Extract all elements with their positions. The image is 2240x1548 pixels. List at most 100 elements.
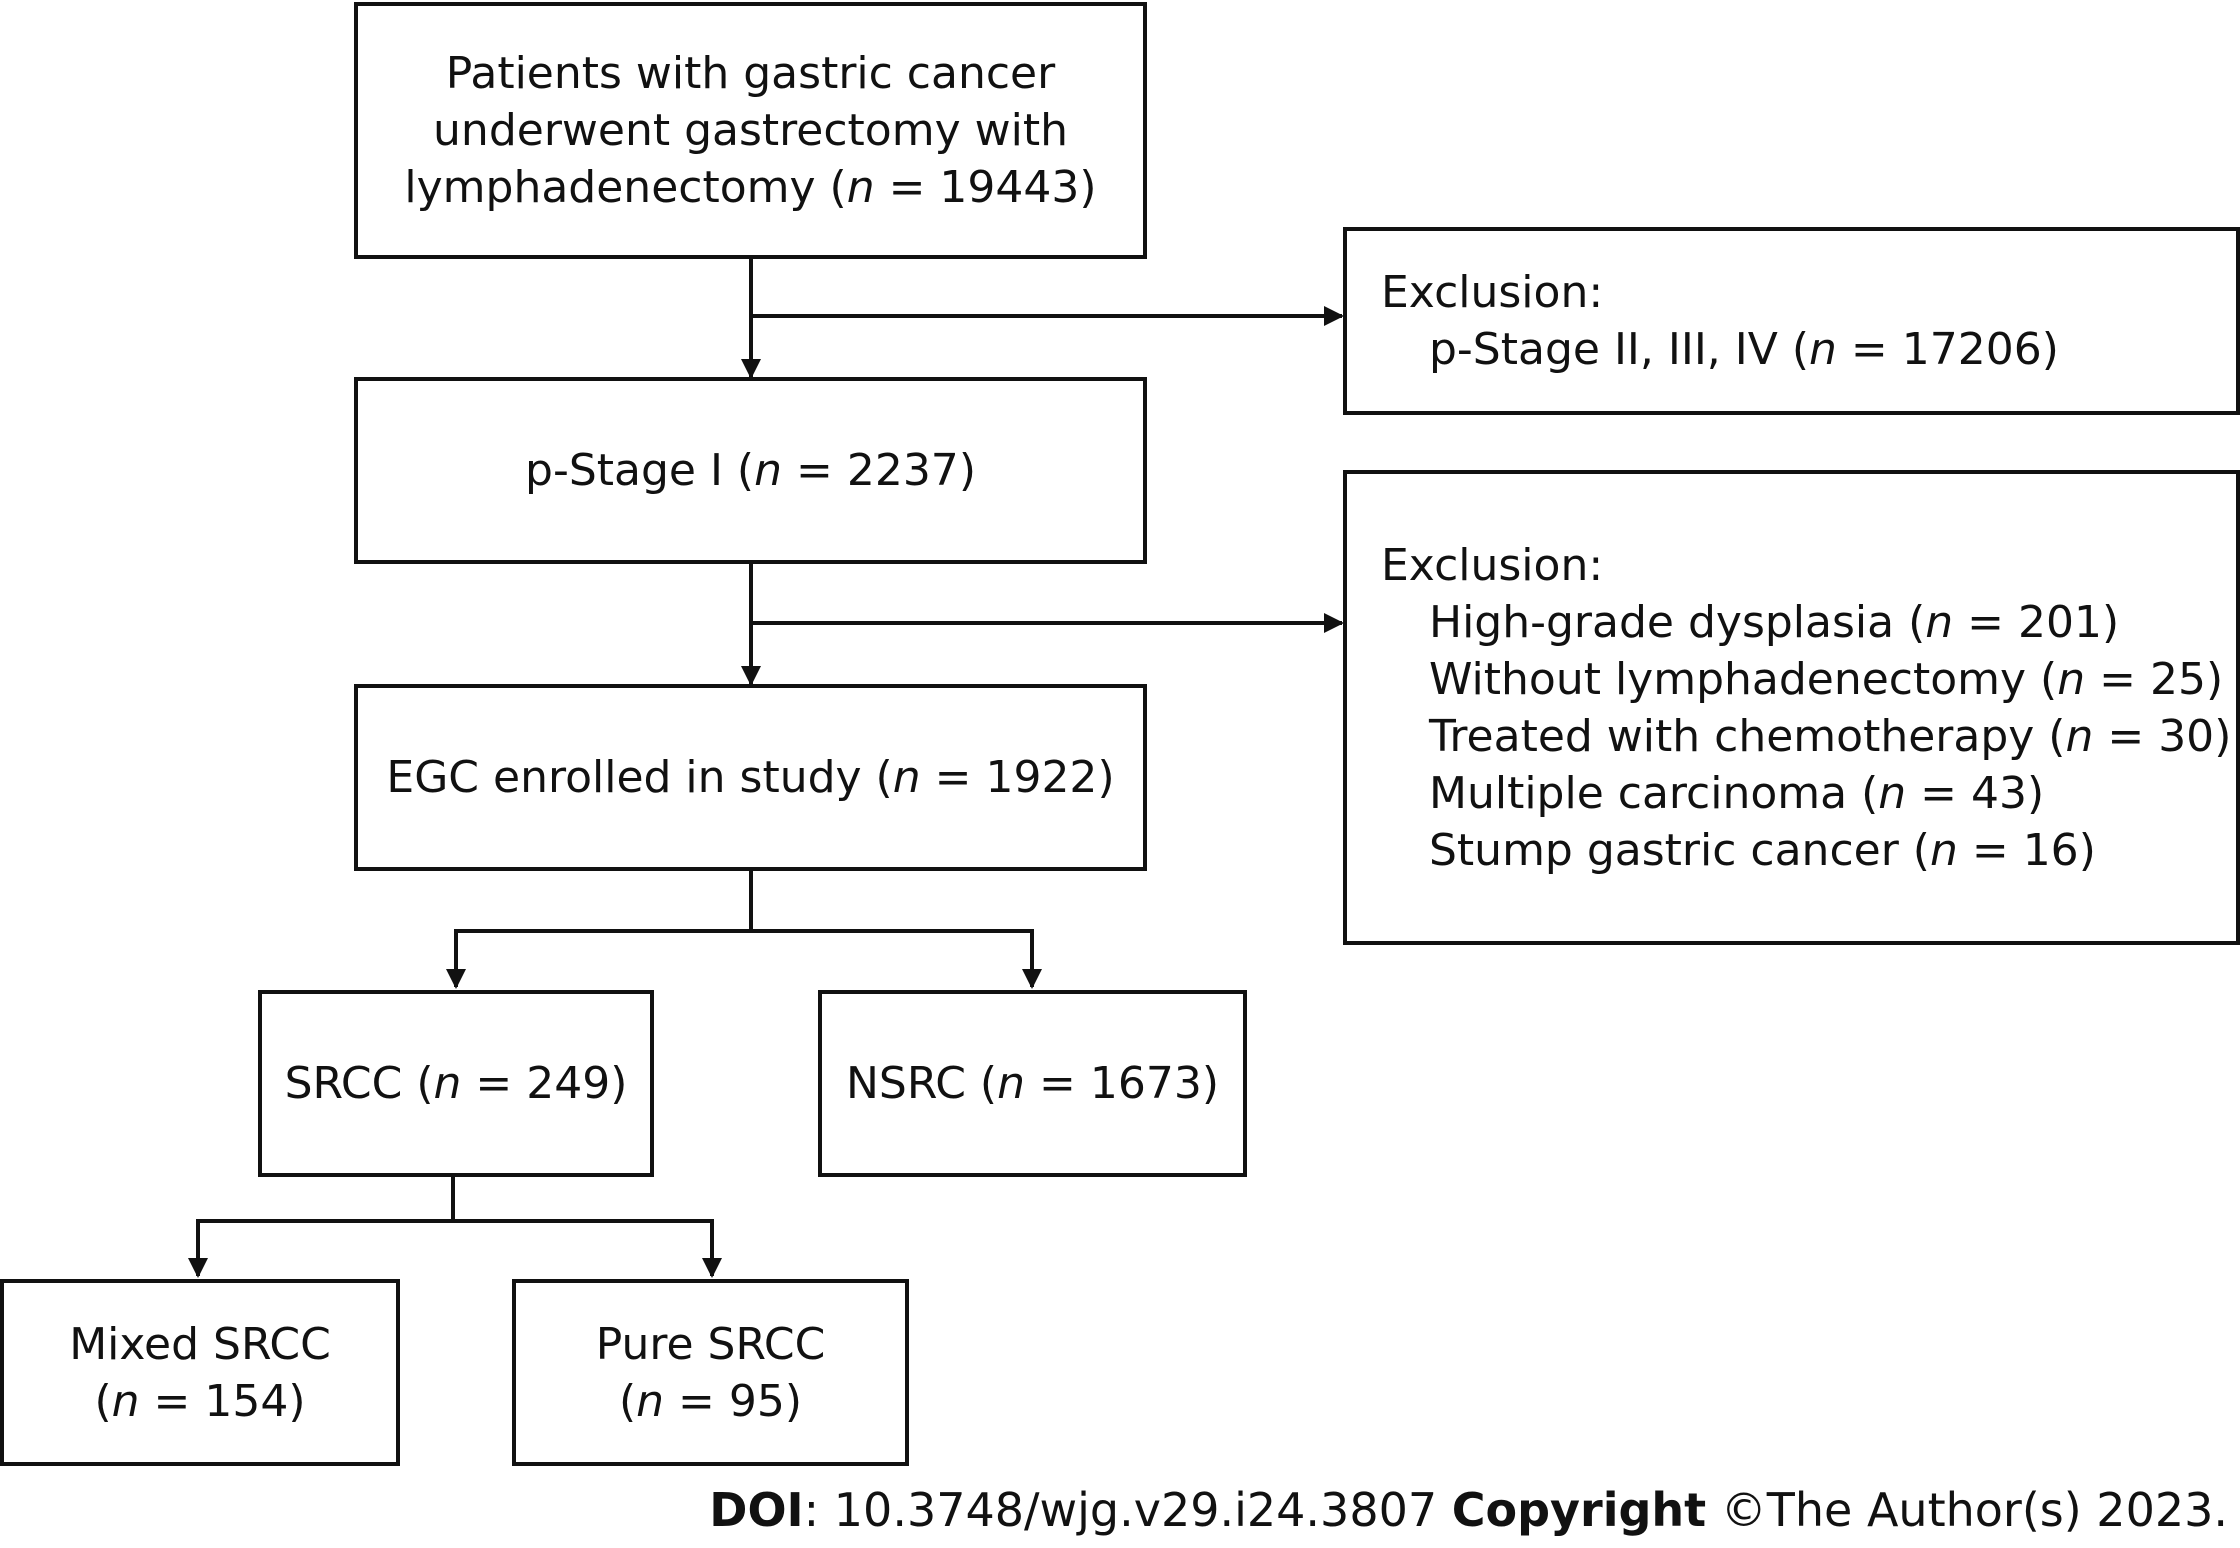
n-symbol: n: [636, 1375, 665, 1427]
close-paren: ): [288, 1375, 306, 1427]
n-symbol: n: [1929, 824, 1958, 876]
close-paren: ): [1201, 1058, 1219, 1109]
count-value: 249: [526, 1058, 611, 1109]
box-mixed-srcc: Mixed SRCC(n = 154): [0, 1279, 400, 1466]
box-exclusion-stage: Exclusion:p-Stage II, III, IV (n = 17206…: [1343, 227, 2240, 415]
copyright-value: ©The Author(s) 2023.: [1706, 1483, 2228, 1537]
line-text: p-Stage I (: [525, 445, 755, 496]
close-paren: ): [2078, 824, 2096, 876]
line-text: NSRC (: [846, 1058, 998, 1109]
equals-sign: =: [920, 752, 986, 803]
doi-label: DOI: [709, 1483, 804, 1537]
equals-sign: =: [139, 1375, 205, 1427]
line-text: underwent gastrectomy with: [433, 105, 1068, 156]
count-value: 95: [728, 1375, 785, 1427]
line-text: Stump gastric cancer (: [1429, 824, 1930, 876]
count-value: 1922: [985, 752, 1098, 803]
box-line: Mixed SRCC: [69, 1316, 331, 1373]
close-paren: ): [2041, 324, 2059, 375]
equals-sign: =: [2093, 710, 2159, 762]
box-srcc: SRCC (n = 249): [258, 990, 654, 1177]
count-value: 30: [2158, 710, 2215, 762]
box-line: EGC enrolled in study (n = 1922): [386, 749, 1114, 806]
close-paren: ): [784, 1375, 803, 1427]
exclusion-heading: Exclusion:: [1381, 539, 1604, 591]
equals-sign: =: [1906, 767, 1971, 819]
n-symbol: n: [892, 752, 921, 803]
n-symbol: n: [1809, 324, 1837, 375]
box-line: Pure SRCC: [596, 1316, 826, 1373]
equals-sign: =: [2085, 653, 2150, 705]
box-line: SRCC (n = 249): [285, 1055, 628, 1112]
box-line: High-grade dysplasia (n = 201): [1381, 594, 2119, 651]
box-line: p-Stage II, III, IV (n = 17206): [1381, 321, 2059, 378]
box-line: lymphadenectomy (n = 19443): [404, 159, 1096, 216]
count-value: 17206: [1901, 324, 2042, 375]
line-text: Patients with gastric cancer: [445, 48, 1056, 99]
equals-sign: =: [874, 162, 940, 213]
box-line: Patients with gastric cancer: [446, 45, 1055, 102]
box-pure-srcc: Pure SRCC(n = 95): [512, 1279, 909, 1466]
n-symbol: n: [433, 1058, 462, 1109]
equals-sign: =: [781, 445, 847, 496]
box-all-patients: Patients with gastric cancer underwent ga…: [354, 2, 1147, 259]
n-symbol: n: [846, 162, 875, 213]
line-text: p-Stage II, III, IV (: [1429, 324, 1809, 375]
equals-sign: =: [1025, 1058, 1090, 1109]
box-line: p-Stage I (n = 2237): [525, 442, 976, 499]
count-value: 154: [204, 1375, 289, 1427]
n-symbol: n: [754, 445, 782, 496]
line-text: EGC enrolled in study (: [386, 752, 893, 803]
box-line: Multiple carcinoma (n = 43): [1381, 765, 2044, 822]
close-paren: ): [2026, 767, 2045, 819]
close-paren: ): [958, 445, 976, 496]
n-symbol: n: [2057, 653, 2086, 705]
equals-sign: =: [461, 1058, 527, 1109]
line-text: Mixed SRCC: [69, 1318, 331, 1370]
close-paren: ): [2214, 710, 2232, 762]
close-paren: ): [1097, 752, 1115, 803]
box-line: Without lymphadenectomy (n = 25): [1381, 651, 2223, 708]
close-paren: ): [610, 1058, 628, 1109]
equals-sign: =: [664, 1375, 729, 1427]
box-exclusion-criteria: Exclusion:High-grade dysplasia (n = 201)…: [1343, 470, 2240, 945]
line-text: SRCC (: [284, 1058, 434, 1109]
box-line: (n = 95): [619, 1373, 802, 1430]
box-nsrc: NSRC (n = 1673): [818, 990, 1247, 1177]
line-text: Pure SRCC: [595, 1318, 826, 1370]
count-value: 2237: [846, 445, 959, 496]
footer-citation: DOI: 10.3748/wjg.v29.i24.3807 Copyright …: [709, 1480, 2228, 1540]
box-line: NSRC (n = 1673): [846, 1055, 1219, 1112]
equals-sign: =: [1957, 824, 2023, 876]
close-paren: ): [2205, 653, 2224, 705]
line-text: (: [618, 1375, 637, 1427]
n-symbol: n: [2065, 710, 2094, 762]
box-line: Stump gastric cancer (n = 16): [1381, 822, 2096, 879]
line-text: Multiple carcinoma (: [1429, 767, 1879, 819]
copyright-label: Copyright: [1451, 1483, 1707, 1537]
doi-value: : 10.3748/wjg.v29.i24.3807: [803, 1483, 1438, 1537]
n-symbol: n: [1878, 767, 1907, 819]
box-p-stage-i: p-Stage I (n = 2237): [354, 377, 1147, 564]
line-text: (: [94, 1375, 112, 1427]
n-symbol: n: [997, 1058, 1025, 1109]
count-value: 1673: [1089, 1058, 1202, 1109]
box-line: (n = 154): [94, 1373, 305, 1430]
line-text: Without lymphadenectomy (: [1429, 653, 2058, 705]
close-paren: ): [1079, 162, 1097, 213]
line-text: lymphadenectomy (: [404, 162, 847, 213]
line-text: Treated with chemotherapy (: [1429, 710, 2066, 762]
count-value: 43: [1970, 767, 2027, 819]
equals-sign: =: [1953, 596, 2018, 648]
n-symbol: n: [1925, 596, 1954, 648]
close-paren: ): [2101, 596, 2120, 648]
box-line: Treated with chemotherapy (n = 30): [1381, 708, 2231, 765]
equals-sign: =: [1836, 324, 1902, 375]
line-text: High-grade dysplasia (: [1429, 596, 1926, 648]
exclusion-heading: Exclusion:: [1381, 267, 1604, 318]
count-value: 19443: [939, 162, 1080, 213]
box-egc-enrolled: EGC enrolled in study (n = 1922): [354, 684, 1147, 871]
count-value: 16: [2022, 824, 2079, 876]
